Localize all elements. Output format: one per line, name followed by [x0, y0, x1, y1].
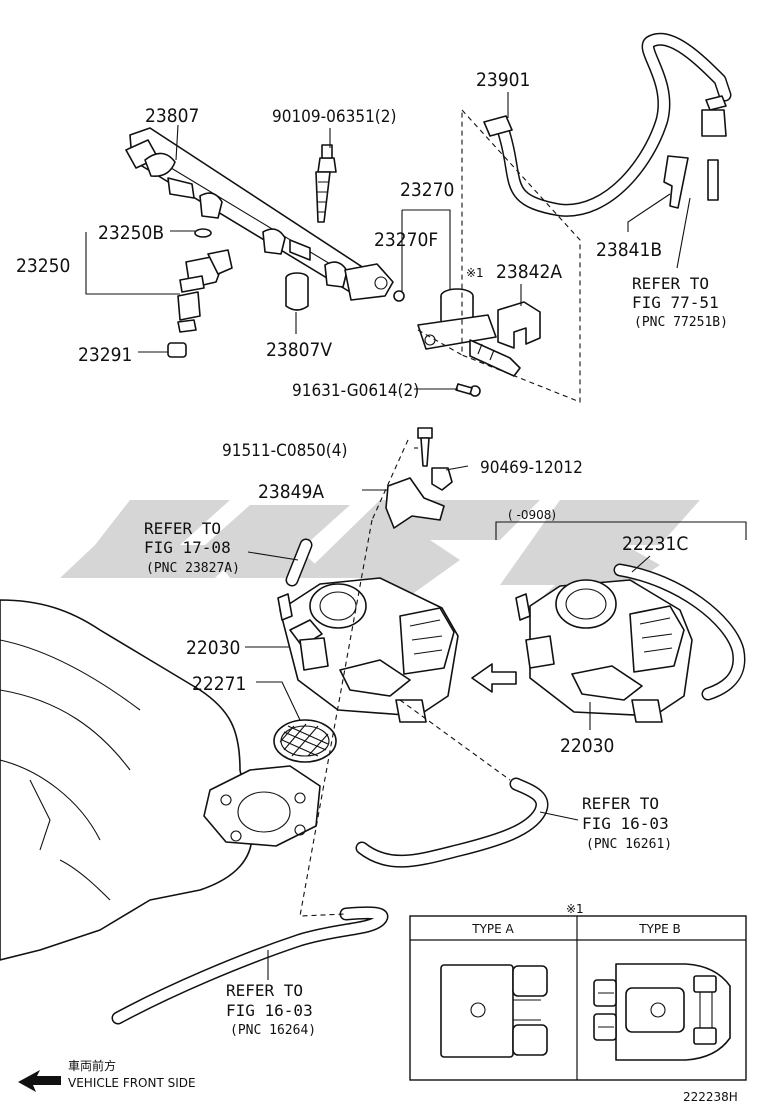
ref2-line1: REFER TO: [144, 519, 221, 538]
throttle-bolt[interactable]: [417, 427, 433, 467]
label-22030-right: 22030: [560, 735, 614, 757]
label-91631: 91631-G0614(2): [292, 381, 419, 401]
label-23849A: 23849A: [258, 481, 324, 503]
regulator-o-ring[interactable]: [393, 290, 405, 302]
variant-bracket: [495, 521, 747, 540]
regulator-bolt[interactable]: [455, 383, 481, 397]
label-90469: 90469-12012: [480, 458, 583, 478]
type-b-clip: [593, 963, 731, 1061]
label-23270: 23270: [400, 179, 454, 201]
direction-jp: 車両前方: [68, 1058, 116, 1073]
type-table: ※1 TYPE A TYPE B: [409, 902, 747, 1081]
fuel-injector[interactable]: [177, 249, 233, 333]
pressure-regulator[interactable]: [417, 288, 521, 377]
label-22030-left: 22030: [186, 637, 240, 659]
ref1-line1: REFER TO: [632, 274, 709, 293]
ref1-line3: (PNC 77251B): [634, 315, 728, 330]
label-23291: 23291: [78, 344, 132, 366]
hose-stub: [707, 159, 719, 201]
o-ring[interactable]: [194, 228, 212, 238]
label-23841B: 23841B: [596, 239, 662, 261]
figure-id: 222238H: [683, 1090, 738, 1104]
label-23250: 23250: [16, 255, 70, 277]
note-mark-1: ※1: [466, 266, 484, 280]
hose-clip[interactable]: [497, 301, 541, 349]
ref3-line1: REFER TO: [582, 794, 659, 813]
water-hose-16261[interactable]: [355, 777, 549, 868]
bypass-hose[interactable]: [613, 563, 746, 701]
label-23807V: 23807V: [266, 339, 332, 361]
ref2-line2: FIG 17-08: [144, 538, 231, 557]
label-23842A: 23842A: [496, 261, 562, 283]
label-23270F: 23270F: [374, 229, 438, 251]
label-23901: 23901: [476, 69, 530, 91]
injector-seal[interactable]: [167, 342, 187, 358]
throttle-body-left[interactable]: [277, 577, 459, 723]
injector-insulator[interactable]: [285, 272, 309, 311]
replacement-arrow: [471, 663, 517, 693]
ref4-line2: FIG 16-03: [226, 1001, 313, 1020]
type-b-header: TYPE B: [638, 922, 681, 936]
pcv-hose[interactable]: [285, 538, 313, 587]
front-arrow-icon: [18, 1070, 61, 1092]
table-mark: ※1: [566, 902, 584, 916]
throttle-bracket[interactable]: [385, 477, 445, 529]
ref1-line2: FIG 77-51: [632, 293, 719, 312]
throttle-gasket[interactable]: [273, 719, 337, 763]
fuel-rail[interactable]: [125, 127, 394, 301]
label-22231C: 22231C: [622, 533, 688, 555]
intake-manifold[interactable]: [0, 599, 321, 961]
direction-en: VEHICLE FRONT SIDE: [68, 1076, 196, 1090]
label-90109: 90109-06351(2): [272, 107, 396, 127]
rail-bolt[interactable]: [315, 144, 337, 223]
hose-clip-b[interactable]: [663, 155, 689, 209]
ref3-line2: FIG 16-03: [582, 814, 669, 833]
wiring-clamp[interactable]: [431, 467, 453, 491]
date-range: ( -0908): [508, 508, 556, 522]
ref4-line3: (PNC 16264): [230, 1023, 316, 1038]
leader-lines: [85, 92, 691, 980]
ref2-line3: (PNC 23827A): [146, 561, 240, 576]
label-91511: 91511-C0850(4): [222, 441, 347, 461]
water-hose-16264[interactable]: [111, 906, 389, 1025]
connection-lines: [299, 439, 511, 917]
label-22271: 22271: [192, 673, 246, 695]
type-a-clip: [440, 964, 548, 1058]
assembly-boundary: [417, 108, 581, 403]
ref4-line1: REFER TO: [226, 981, 303, 1000]
fuel-hose[interactable]: [483, 32, 732, 217]
type-a-header: TYPE A: [471, 922, 514, 936]
label-23807: 23807: [145, 105, 199, 127]
throttle-body-right[interactable]: [515, 579, 693, 723]
label-23250B: 23250B: [98, 222, 164, 244]
front-direction-indicator: 車両前方 VEHICLE FRONT SIDE: [18, 1058, 196, 1092]
ref3-line3: (PNC 16261): [586, 837, 672, 852]
